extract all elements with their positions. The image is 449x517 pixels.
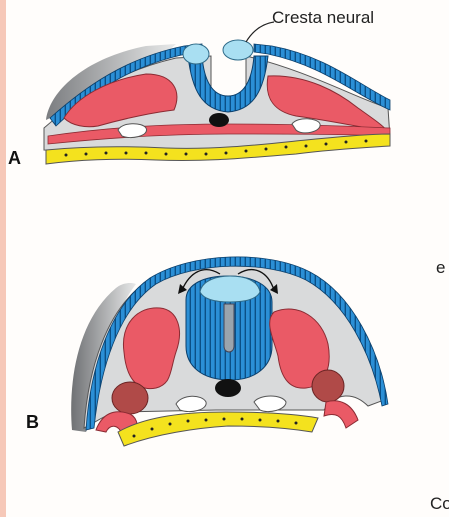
panel-b-notochord — [215, 379, 241, 397]
panel-a-neural-crest-right — [223, 40, 253, 60]
panel-b-section — [71, 257, 388, 446]
panel-b-label: B — [26, 412, 39, 433]
panel-b-endoderm — [118, 412, 318, 446]
panel-b-intermediate-left — [112, 382, 148, 414]
panel-b-neural-canal — [224, 304, 234, 352]
embryo-diagram — [6, 0, 449, 517]
panel-a-aorta-left — [118, 124, 147, 138]
panel-b-intermediate-right — [312, 370, 344, 402]
panel-a-aorta-right — [292, 119, 320, 133]
edge-fragment-bottom: Co — [430, 494, 449, 514]
panel-a-section — [44, 22, 390, 164]
edge-fragment-right: e — [436, 258, 445, 278]
neural-crest-label: Cresta neural — [272, 8, 374, 28]
panel-b-lateral-right — [324, 401, 358, 428]
panel-a-neural-crest-left — [183, 44, 209, 64]
callout-leader-line — [246, 22, 274, 42]
panel-a-label: A — [8, 148, 21, 169]
panel-a-notochord — [209, 113, 229, 127]
